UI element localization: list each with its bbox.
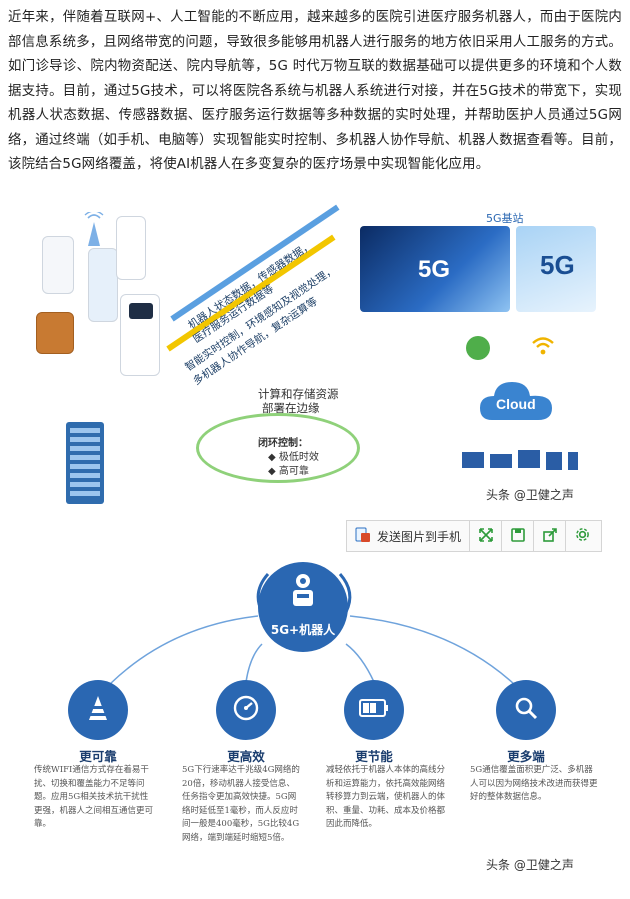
settings-icon xyxy=(575,527,590,546)
cloud-label: Cloud xyxy=(496,396,536,412)
feature-efficient-title: 更高效 xyxy=(227,749,265,764)
cloud-icon xyxy=(478,378,554,424)
feature-energy-circle xyxy=(344,680,404,740)
expand-icon xyxy=(478,527,493,546)
feature-efficient-desc: 5G下行速率达千兆级4G网络的20倍，移动机器人接受信息、任务指令更加高效快捷。… xyxy=(182,765,300,843)
edge-label-2: 部署在边缘 xyxy=(262,401,320,415)
tablet-icon xyxy=(546,452,562,470)
search-icon xyxy=(513,695,539,725)
feature-reliable-circle xyxy=(68,680,128,740)
robot-5g-diagram: 机器人状态数据，传感器数据， 医疗服务运行数据等 智能实时控制，环境感知及视觉处… xyxy=(36,204,596,504)
send-to-phone-icon xyxy=(355,527,377,546)
send-to-phone-label: 发送图片到手机 xyxy=(377,529,462,544)
battery-icon xyxy=(359,698,389,722)
speedometer-icon xyxy=(232,694,260,726)
closed-loop-ring xyxy=(196,413,360,483)
loop-item-1: ◆ 极低时效 xyxy=(268,452,319,463)
robot-icon xyxy=(288,572,318,612)
article-paragraph: 近年来，伴随着互联网+、人工智能的不断应用，越来越多的医院引进医疗服务机器人，而… xyxy=(8,10,622,172)
5g-label-b: 5G xyxy=(540,250,575,280)
edge-label-1: 计算和存储资源 xyxy=(258,387,339,401)
laptop-icon xyxy=(490,454,512,468)
kiosk-robot xyxy=(116,216,146,280)
service-robot xyxy=(120,294,160,376)
expand-button[interactable] xyxy=(470,521,503,551)
feature-efficient-circle xyxy=(216,680,276,740)
server-rack-icon xyxy=(66,422,104,504)
feature-multi-terminal-desc: 5G通信覆盖面积更广泛、多机器人可以因为网络技术改进而获得更好的整体数据信息。 xyxy=(470,765,598,802)
feature-reliable-desc: 传统WIFI通信方式存在着易干扰、切换和覆盖能力不足等问题。应用5G相关技术抗干… xyxy=(34,765,154,829)
share-icon xyxy=(542,527,557,546)
phone-icon xyxy=(568,452,578,470)
trash-robot xyxy=(36,312,74,354)
uv-robot xyxy=(88,248,118,322)
5g-city-image: 5G xyxy=(516,226,596,312)
feature-multi-terminal-title: 更多端 xyxy=(507,749,545,764)
desktop-icon xyxy=(518,450,540,468)
cone-icon xyxy=(86,694,110,726)
feature-energy-desc: 减轻依托于机器人本体的高线分析和运算能力，依托高效能网络转移算力到云端，使机器人… xyxy=(326,765,446,829)
wifi-icon xyxy=(530,334,556,360)
image-toolbar: 发送图片到手机 xyxy=(346,520,602,552)
watermark-1: 头条 @卫健之声 xyxy=(486,488,574,502)
feature-multi-terminal-circle xyxy=(496,680,556,740)
share-button[interactable] xyxy=(534,521,567,551)
wifi-antenna-icon xyxy=(84,210,104,246)
robot-face-screen xyxy=(129,303,153,319)
feature-reliable-title: 更可靠 xyxy=(79,749,117,764)
5g-hand-image: 5G xyxy=(360,226,510,312)
send-to-phone-button[interactable]: 发送图片到手机 xyxy=(347,521,471,551)
features-diagram: 5G+机器人 更可靠 传统WIFI通信方式存在着易干扰、切换和覆盖能力不足等问题… xyxy=(0,556,630,899)
globe-icon xyxy=(466,336,490,360)
loop-item-2: ◆ 高可靠 xyxy=(268,466,309,477)
5g-label-a: 5G xyxy=(418,256,451,283)
delivery-robot xyxy=(42,236,74,294)
devices-row xyxy=(462,448,590,474)
feature-energy-title: 更节能 xyxy=(355,749,393,764)
center-5g-robot-badge: 5G+机器人 xyxy=(258,562,348,652)
loop-title: 闭环控制： xyxy=(258,438,308,449)
save-icon xyxy=(510,527,525,546)
save-button[interactable] xyxy=(502,521,535,551)
center-label: 5G+机器人 xyxy=(270,623,336,637)
base-station-label: 5G基站 xyxy=(486,212,524,225)
monitor-icon xyxy=(462,452,484,468)
settings-button[interactable] xyxy=(566,521,598,551)
watermark-2: 头条 @卫健之声 xyxy=(486,858,574,872)
